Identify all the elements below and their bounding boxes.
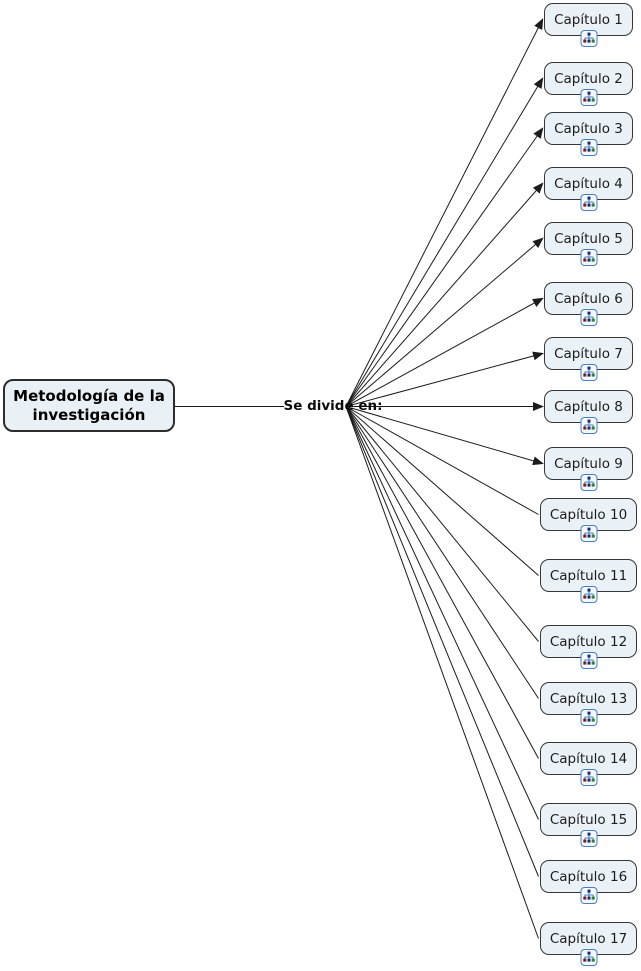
chapter-label: Capítulo 17: [549, 930, 628, 947]
chapter-node[interactable]: Capítulo 14: [540, 742, 637, 786]
hierarchy-icon[interactable]: [580, 139, 597, 156]
hierarchy-icon[interactable]: [580, 194, 597, 211]
hierarchy-icon[interactable]: [580, 949, 597, 966]
root-concept-label: Metodología de la investigación: [13, 386, 165, 424]
chapter-label: Capítulo 14: [549, 750, 628, 767]
chapter-label: Capítulo 3: [554, 120, 623, 137]
hierarchy-icon[interactable]: [580, 249, 597, 266]
hierarchy-icon[interactable]: [580, 525, 597, 542]
chapter-node[interactable]: Capítulo 2: [544, 62, 633, 106]
chapter-node[interactable]: Capítulo 3: [544, 112, 633, 156]
chapter-node[interactable]: Capítulo 12: [540, 625, 637, 669]
chapter-node[interactable]: Capítulo 6: [544, 282, 633, 326]
root-concept-node[interactable]: Metodología de la investigación: [3, 379, 175, 432]
chapter-node[interactable]: Capítulo 13: [540, 682, 637, 726]
hierarchy-icon[interactable]: [580, 652, 597, 669]
chapter-label: Capítulo 9: [554, 455, 623, 472]
chapter-connector-line: [345, 18, 544, 407]
chapter-node[interactable]: Capítulo 15: [540, 803, 637, 847]
chapter-label: Capítulo 13: [549, 690, 628, 707]
hierarchy-icon[interactable]: [580, 474, 597, 491]
chapter-connector-line: [345, 297, 544, 407]
chapter-label: Capítulo 15: [549, 811, 628, 828]
chapter-label: Capítulo 16: [549, 868, 628, 885]
chapter-node[interactable]: Capítulo 17: [540, 922, 637, 966]
chapter-node[interactable]: Capítulo 11: [540, 559, 637, 603]
hierarchy-icon[interactable]: [580, 769, 597, 786]
chapter-node[interactable]: Capítulo 16: [540, 860, 637, 904]
chapter-label: Capítulo 5: [554, 230, 623, 247]
chapter-connector-line: [345, 182, 544, 407]
chapter-label: Capítulo 7: [554, 345, 623, 362]
chapter-node[interactable]: Capítulo 1: [544, 3, 633, 47]
chapter-connector-line: [345, 406, 539, 642]
chapter-connector-line: [345, 406, 544, 466]
chapter-label: Capítulo 11: [549, 567, 628, 584]
chapter-connector-line: [345, 406, 539, 820]
chapter-connector-line: [345, 406, 539, 515]
chapter-node[interactable]: Capítulo 4: [544, 167, 633, 211]
chapter-node[interactable]: Capítulo 8: [544, 390, 633, 434]
chapter-label: Capítulo 2: [554, 70, 623, 87]
hierarchy-icon[interactable]: [580, 309, 597, 326]
chapter-connector-line: [345, 77, 544, 407]
hierarchy-icon[interactable]: [580, 887, 597, 904]
chapter-connector-line: [345, 351, 544, 407]
chapter-connector-line: [345, 406, 539, 699]
chapter-label: Capítulo 6: [554, 290, 623, 307]
hierarchy-icon[interactable]: [580, 89, 597, 106]
chapter-label: Capítulo 12: [549, 633, 628, 650]
chapter-node[interactable]: Capítulo 5: [544, 222, 633, 266]
chapter-label: Capítulo 1: [554, 11, 623, 28]
chapter-node[interactable]: Capítulo 10: [540, 498, 637, 542]
chapter-connector-line: [345, 406, 539, 939]
chapter-connector-line: [345, 406, 539, 877]
chapter-connector-line: [345, 406, 539, 576]
linking-phrase-label[interactable]: Se divide en:: [283, 398, 383, 414]
hierarchy-icon[interactable]: [580, 709, 597, 726]
hierarchy-icon[interactable]: [580, 30, 597, 47]
chapter-node[interactable]: Capítulo 9: [544, 447, 633, 491]
chapter-label: Capítulo 4: [554, 175, 623, 192]
hierarchy-icon[interactable]: [580, 586, 597, 603]
chapter-connector-line: [345, 406, 539, 759]
chapter-node[interactable]: Capítulo 7: [544, 337, 633, 381]
hierarchy-icon[interactable]: [580, 417, 597, 434]
chapter-connector-line: [345, 237, 544, 407]
hierarchy-icon[interactable]: [580, 830, 597, 847]
chapter-connector-line: [345, 127, 544, 407]
hierarchy-icon[interactable]: [580, 364, 597, 381]
chapter-label: Capítulo 8: [554, 398, 623, 415]
chapter-label: Capítulo 10: [549, 506, 628, 523]
